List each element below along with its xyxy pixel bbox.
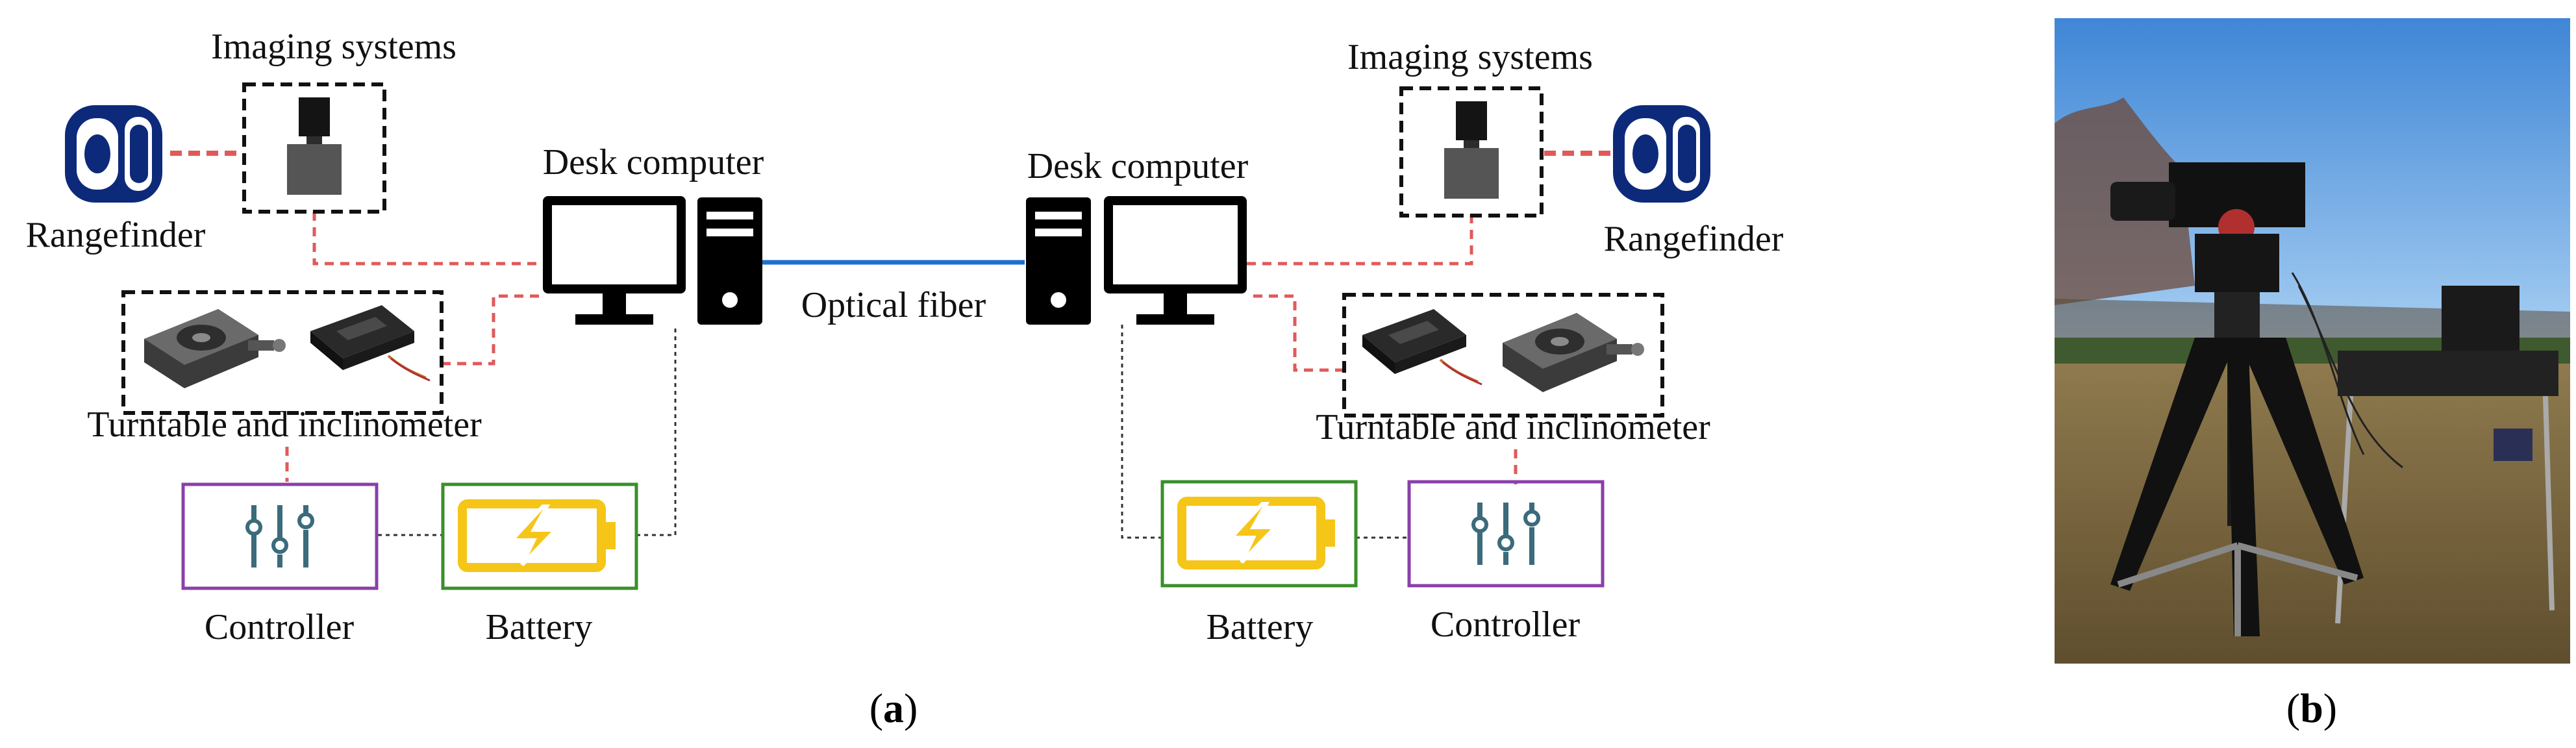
rangefinder-label-left: Rangefinder bbox=[26, 215, 206, 255]
optical-fiber-label: Optical fiber bbox=[801, 285, 986, 325]
imaging-label-right: Imaging systems bbox=[1347, 37, 1593, 77]
turntable-label-left: Turntable and inclinometer bbox=[87, 405, 482, 445]
controller-box-right bbox=[1407, 480, 1605, 588]
link-camera-computer-right bbox=[1247, 214, 1473, 266]
battery-label-right: Battery bbox=[1207, 607, 1314, 647]
turntable-label-right: Turntable and inclinometer bbox=[1316, 407, 1710, 447]
link-computer-battery-right bbox=[1121, 325, 1162, 539]
caption-a-letter: a bbox=[883, 685, 904, 731]
caption-b: (b) bbox=[2286, 685, 2337, 731]
caption-a: (a) bbox=[869, 685, 918, 731]
imaging-label-left: Imaging systems bbox=[211, 27, 456, 67]
battery-icon bbox=[462, 504, 616, 567]
turntable-icon bbox=[144, 309, 286, 388]
tower-icon bbox=[697, 197, 762, 325]
turntable-icon bbox=[1503, 313, 1644, 392]
battery-box-left bbox=[441, 482, 638, 590]
desk-label-left: Desk computer bbox=[543, 142, 764, 182]
monitor-icon bbox=[543, 196, 686, 325]
photo-panel bbox=[2055, 18, 2570, 664]
link-camera-computer-left bbox=[312, 212, 543, 266]
sliders-icon bbox=[247, 505, 312, 567]
desk-label-right: Desk computer bbox=[1027, 146, 1249, 186]
laptop-table bbox=[2338, 351, 2558, 396]
battery-label-left: Battery bbox=[486, 607, 593, 647]
controller-box-left bbox=[181, 482, 379, 590]
left-system: Rangefinder Imaging systems Desk compute… bbox=[26, 27, 764, 647]
imaging-box-left bbox=[242, 82, 386, 214]
controller-label-left: Controller bbox=[205, 607, 355, 647]
caption-b-letter: b bbox=[2300, 685, 2323, 731]
tower-icon bbox=[1026, 197, 1091, 325]
link-turntable-computer-left bbox=[442, 294, 543, 366]
controller-label-right: Controller bbox=[1431, 605, 1581, 645]
link-battery-computer-left bbox=[636, 325, 677, 536]
rangefinder-label-right: Rangefinder bbox=[1604, 219, 1784, 259]
imaging-box-right bbox=[1399, 86, 1544, 218]
link-turntable-computer-right bbox=[1247, 294, 1344, 372]
rangefinder-icon bbox=[65, 105, 162, 203]
inclinometer-icon bbox=[1361, 308, 1483, 386]
right-system: Imaging systems Rangefinder Desk compute… bbox=[1026, 37, 1784, 647]
camera-icon bbox=[287, 97, 342, 195]
inclinometer-icon bbox=[309, 304, 431, 382]
sliders-icon bbox=[1473, 503, 1538, 565]
battery-box-right bbox=[1160, 480, 1358, 588]
monitor-icon bbox=[1104, 196, 1247, 325]
camera-icon bbox=[1444, 101, 1499, 199]
rangefinder-icon bbox=[1613, 105, 1710, 203]
battery-icon bbox=[1182, 501, 1335, 565]
